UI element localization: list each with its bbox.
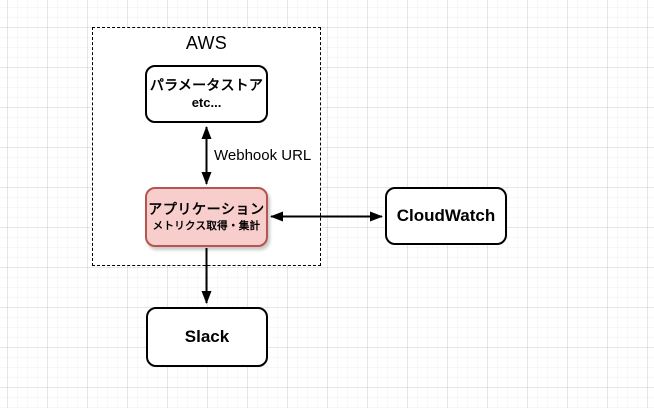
parameter-store-title: パラメータストア	[149, 77, 264, 94]
webhook-url-edge-label: Webhook URL	[212, 147, 314, 164]
parameter-store-subtitle: etc...	[191, 94, 222, 110]
slack-label: Slack	[184, 327, 230, 347]
application-subtitle: メトリクス取得・集計	[152, 220, 261, 233]
cloudwatch-label: CloudWatch	[396, 206, 496, 226]
aws-group-label: AWS	[185, 33, 228, 53]
node-slack[interactable]: Slack	[146, 307, 268, 367]
node-application[interactable]: アプリケーション メトリクス取得・集計	[145, 187, 268, 247]
application-title: アプリケーション	[148, 200, 265, 217]
node-cloudwatch[interactable]: CloudWatch	[385, 187, 507, 245]
node-parameter-store[interactable]: パラメータストア etc...	[145, 65, 268, 123]
